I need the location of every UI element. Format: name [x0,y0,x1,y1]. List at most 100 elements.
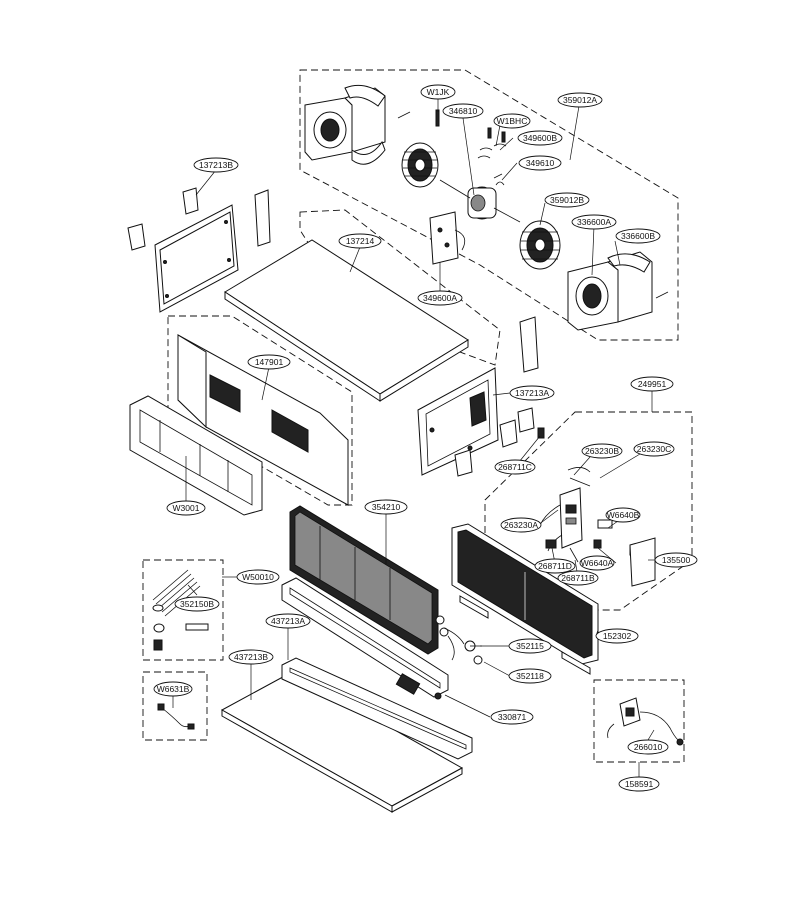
svg-text:268711B: 268711B [561,573,595,583]
side-panel-left [154,204,239,313]
control-cover [629,537,656,587]
callout-W3001: W3001 [166,500,206,516]
right-brackets [454,316,545,477]
callout-152302: 152302 [595,628,639,644]
svg-text:349600B: 349600B [523,133,557,143]
svg-text:W50010: W50010 [242,572,274,582]
svg-text:137213A: 137213A [515,388,549,398]
callout-349610: 349610 [518,155,562,171]
callout-137214: 137214 [338,233,382,249]
svg-text:354210: 354210 [372,502,401,512]
callout-352150B: 352150B [174,596,220,612]
callout-359012A: 359012A [557,92,603,108]
svg-text:268711D: 268711D [538,561,572,571]
svg-text:268711C: 268711C [498,462,532,472]
drain-fittings [464,640,483,665]
callout-268711B: 268711B [557,570,599,586]
svg-text:137214: 137214 [346,236,375,246]
callout-W50010: W50010 [236,569,280,585]
callout-352118: 352118 [508,668,552,684]
callout-147901: 147901 [247,354,291,370]
svg-text:249951: 249951 [638,379,667,389]
callout-263230C: 263230C [633,441,675,457]
drain-kit-parts [152,569,209,651]
svg-text:W1BHC: W1BHC [497,116,528,126]
svg-text:437213A: 437213A [271,616,305,626]
callout-W1BHC: W1BHC [493,113,531,129]
upper-cabinet-group-boundary [299,209,501,366]
callout-W6631B: W6631B [153,681,193,697]
svg-text:346810: 346810 [449,106,478,116]
callout-359012B: 359012B [544,192,590,208]
callout-346810: 346810 [442,103,484,119]
svg-text:135500: 135500 [662,555,691,565]
callout-330871: 330871 [490,709,534,725]
callout-352115: 352115 [508,638,552,654]
sensor-assembly [607,697,684,746]
svg-text:336600A: 336600A [577,217,611,227]
svg-text:266010: 266010 [634,742,663,752]
svg-text:359012A: 359012A [563,95,597,105]
sensor-group-boundary [593,679,685,763]
control-box-group-boundary [484,411,693,611]
blower-assembly-group-boundary [299,69,679,341]
svg-text:158591: 158591 [625,779,654,789]
callout-W6640A: W6640A [579,555,615,571]
callout-W6640B: W6640B [605,507,641,523]
svg-text:352115: 352115 [516,641,544,651]
svg-text:W3001: W3001 [173,503,200,513]
svg-text:263230C: 263230C [637,444,672,454]
callout-263230A: 263230A [500,517,542,533]
side-panel-right [417,367,499,476]
blower-wheel-right [519,220,561,270]
svg-text:W1JK: W1JK [427,87,450,97]
svg-text:147901: 147901 [255,357,284,367]
callout-268711C: 268711C [494,459,536,475]
fan-housing-left [304,84,386,165]
svg-text:349610: 349610 [526,158,555,168]
callout-349600A: 349600A [417,290,463,306]
inlet-grille [451,523,599,675]
callout-437213A: 437213A [265,613,311,629]
callout-354210: 354210 [364,499,408,515]
svg-text:263230A: 263230A [504,520,538,530]
svg-text:W6640B: W6640B [607,510,640,520]
base-pan [220,671,464,813]
svg-text:336600B: 336600B [621,231,655,241]
callout-349600B: 349600B [517,130,563,146]
base-rail [281,657,473,760]
svg-text:137213B: 137213B [199,160,233,170]
drain-pan [281,577,449,700]
callout-266010: 266010 [627,739,669,755]
front-access-panel [177,334,349,506]
drain-kit-group-boundary [142,559,224,661]
callout-336600A: 336600A [571,214,617,230]
fan-housing-right [567,251,653,331]
callout-137213A: 137213A [509,385,555,401]
svg-text:330871: 330871 [498,712,527,722]
callout-137213B: 137213B [193,157,239,173]
top-panel [224,239,469,402]
svg-text:W6631B: W6631B [157,684,190,694]
svg-text:352118: 352118 [516,671,544,681]
callout-W1JK: W1JK [420,84,456,100]
motor-mount-bracket [429,211,466,265]
svg-text:152302: 152302 [603,631,632,641]
left-brackets [127,187,271,251]
svg-text:352150B: 352150B [180,599,214,609]
wire-harness [157,703,195,730]
air-inlet-frame [129,395,263,516]
blower-wheel-left [401,142,439,188]
callout-249951: 249951 [630,376,674,392]
callout-135500: 135500 [654,552,698,568]
heat-exchanger-coil [289,505,465,661]
callout-336600B: 336600B [615,228,661,244]
fan-motor [439,179,521,223]
svg-text:W6640A: W6640A [581,558,614,568]
svg-text:349600A: 349600A [423,293,457,303]
callout-268711D: 268711D [534,558,576,574]
callout-158591: 158591 [618,776,660,792]
callout-437213B: 437213B [228,649,274,665]
callout-263230B: 263230B [581,443,623,459]
